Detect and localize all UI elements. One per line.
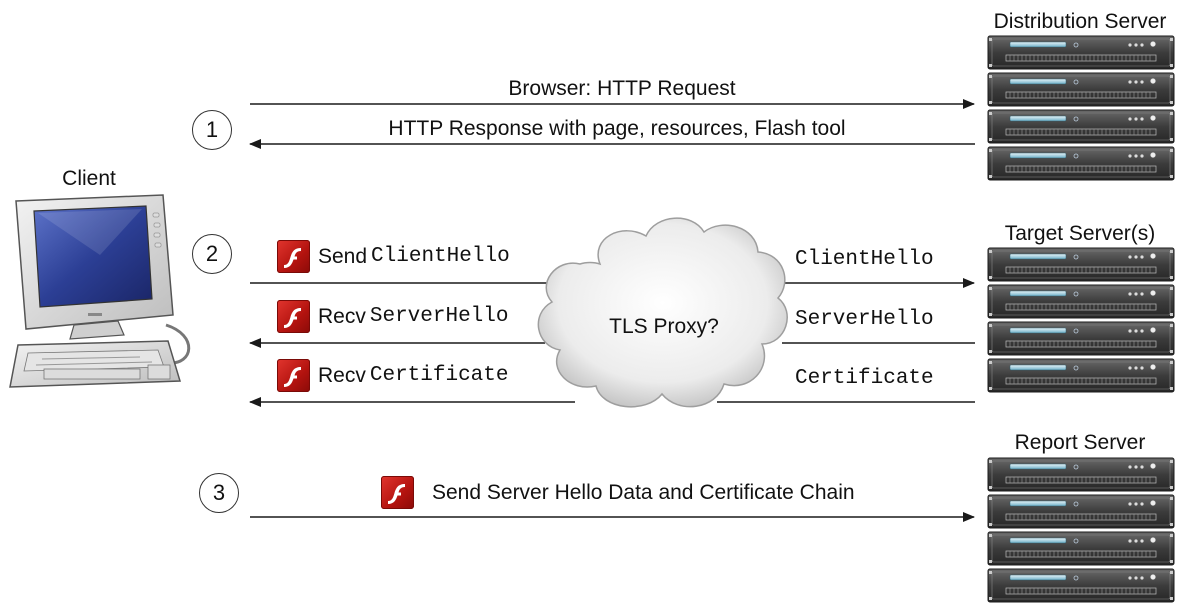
recv-verb: Recv	[318, 305, 366, 328]
flash-player-icon	[277, 300, 310, 333]
http-response-label: HTTP Response with page, resources, Flas…	[388, 117, 846, 140]
tls-proxy-label: TLS Proxy?	[609, 315, 719, 338]
server-certificate-text: Certificate	[795, 367, 934, 390]
step-2-marker: 2	[192, 234, 232, 274]
desktop-computer-icon	[9, 194, 191, 388]
client-label: Client	[62, 167, 116, 190]
send-verb: Send	[318, 245, 368, 268]
recv-certificate-message: Recv Certificate	[277, 359, 508, 392]
distribution-server-rack-icon	[988, 36, 1174, 180]
recv-verb: Recv	[318, 364, 366, 387]
certificate-text: Certificate	[369, 364, 509, 387]
target-server-rack-icon	[988, 248, 1174, 392]
report-label: Send Server Hello Data and Certificate C…	[432, 481, 855, 504]
flash-player-icon	[381, 476, 414, 509]
serverhello-text: ServerHello	[369, 305, 509, 328]
http-request-label: Browser: HTTP Request	[508, 77, 736, 100]
distribution-server-label: Distribution Server	[993, 10, 1167, 33]
flash-player-icon	[277, 240, 310, 273]
report-server-rack-icon	[988, 458, 1174, 602]
target-servers-label: Target Server(s)	[1004, 222, 1156, 245]
report-message: Send Server Hello Data and Certificate C…	[381, 476, 855, 509]
flash-player-icon	[277, 359, 310, 392]
server-clienthello-text: ClientHello	[795, 248, 934, 271]
report-server-label: Report Server	[1014, 431, 1146, 454]
step-1-marker: 1	[192, 110, 232, 150]
clienthello-text: ClientHello	[371, 245, 510, 268]
recv-serverhello-message: Recv ServerHello	[277, 300, 508, 333]
server-serverhello-text: ServerHello	[795, 308, 934, 331]
cloud-icon	[537, 217, 788, 408]
step-3-marker: 3	[199, 473, 239, 513]
send-clienthello-message: Send ClientHello	[277, 240, 510, 273]
